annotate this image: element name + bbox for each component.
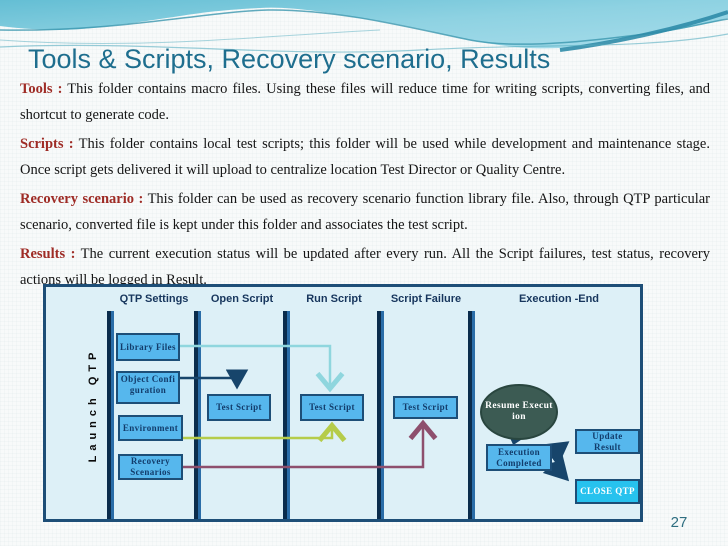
arrow-environment-to-run-test-script [183, 421, 347, 443]
arrow-object-config-to-open-test-script [180, 369, 249, 390]
lane-header-execution-end: Execution -End [518, 293, 600, 305]
recovery-scenario-text: This folder can be used as recovery scen… [20, 191, 710, 233]
arrow-execution-completed-to-update-result [542, 441, 570, 467]
tools-lead: Tools : [20, 81, 63, 97]
lane-divider [283, 311, 290, 519]
results-text: The current execution status will be upd… [20, 246, 710, 288]
wave-stripe-right [559, 10, 728, 52]
scripts-text: This folder contains local test scripts;… [20, 136, 710, 178]
library-files-box: Library Files [116, 333, 180, 361]
arrow-execution-completed-to-close-qtp [542, 454, 570, 482]
test-script-open-box: Test Script [207, 394, 271, 421]
body-text: Tools : This folder contains macro files… [20, 76, 710, 296]
wave-line-thin-2 [0, 29, 381, 44]
resume-execution-ellipse: Resume Execution [480, 384, 558, 440]
scripts-lead: Scripts : [20, 136, 74, 152]
recovery-scenarios-box: Recovery Scenarios [118, 454, 183, 480]
arrow-library-to-run-test-script [180, 344, 345, 393]
wave-sky-shape [0, 0, 728, 49]
paragraph-tools: Tools : This folder contains macro files… [20, 76, 710, 128]
update-result-box: Update Result [575, 429, 640, 454]
flow-arrows [180, 344, 570, 482]
arrow-recovery-to-failure-test-script [183, 419, 438, 469]
paragraph-recovery-scenario: Recovery scenario : This folder can be u… [20, 186, 710, 238]
top-wave-decoration [0, 0, 728, 53]
lane-divider [107, 311, 114, 519]
close-qtp-box: CLOSE QTP [575, 479, 640, 504]
lane-header-run-script: Run Script [306, 293, 362, 305]
tools-text: This folder contains macro files. Using … [20, 81, 711, 123]
lane-divider [377, 311, 384, 519]
slide-title: Tools & Scripts, Recovery scenario, Resu… [28, 44, 551, 74]
diagram-canvas: QTP Settings Open Script Run Script Scri… [46, 287, 640, 519]
workflow-diagram: QTP Settings Open Script Run Script Scri… [43, 284, 643, 522]
recovery-scenario-lead: Recovery scenario : [20, 191, 144, 207]
object-configuration-box: Object Configuration [116, 371, 180, 404]
page-number: 27 [670, 514, 688, 531]
wave-line-thin-1 [0, 33, 728, 53]
lane-divider [194, 311, 201, 519]
test-script-run-box: Test Script [300, 394, 364, 421]
lane-header-open-script: Open Script [210, 293, 274, 305]
lane-header-qtp-settings: QTP Settings [119, 293, 189, 305]
execution-completed-box: Execution Completed [486, 444, 552, 471]
lane-header-script-failure: Script Failure [390, 293, 462, 305]
environment-box: Environment [118, 415, 183, 441]
test-script-failure-box: Test Script [393, 396, 458, 419]
paragraph-scripts: Scripts : This folder contains local tes… [20, 131, 710, 183]
results-lead: Results : [20, 246, 76, 262]
lane-divider [468, 311, 475, 519]
